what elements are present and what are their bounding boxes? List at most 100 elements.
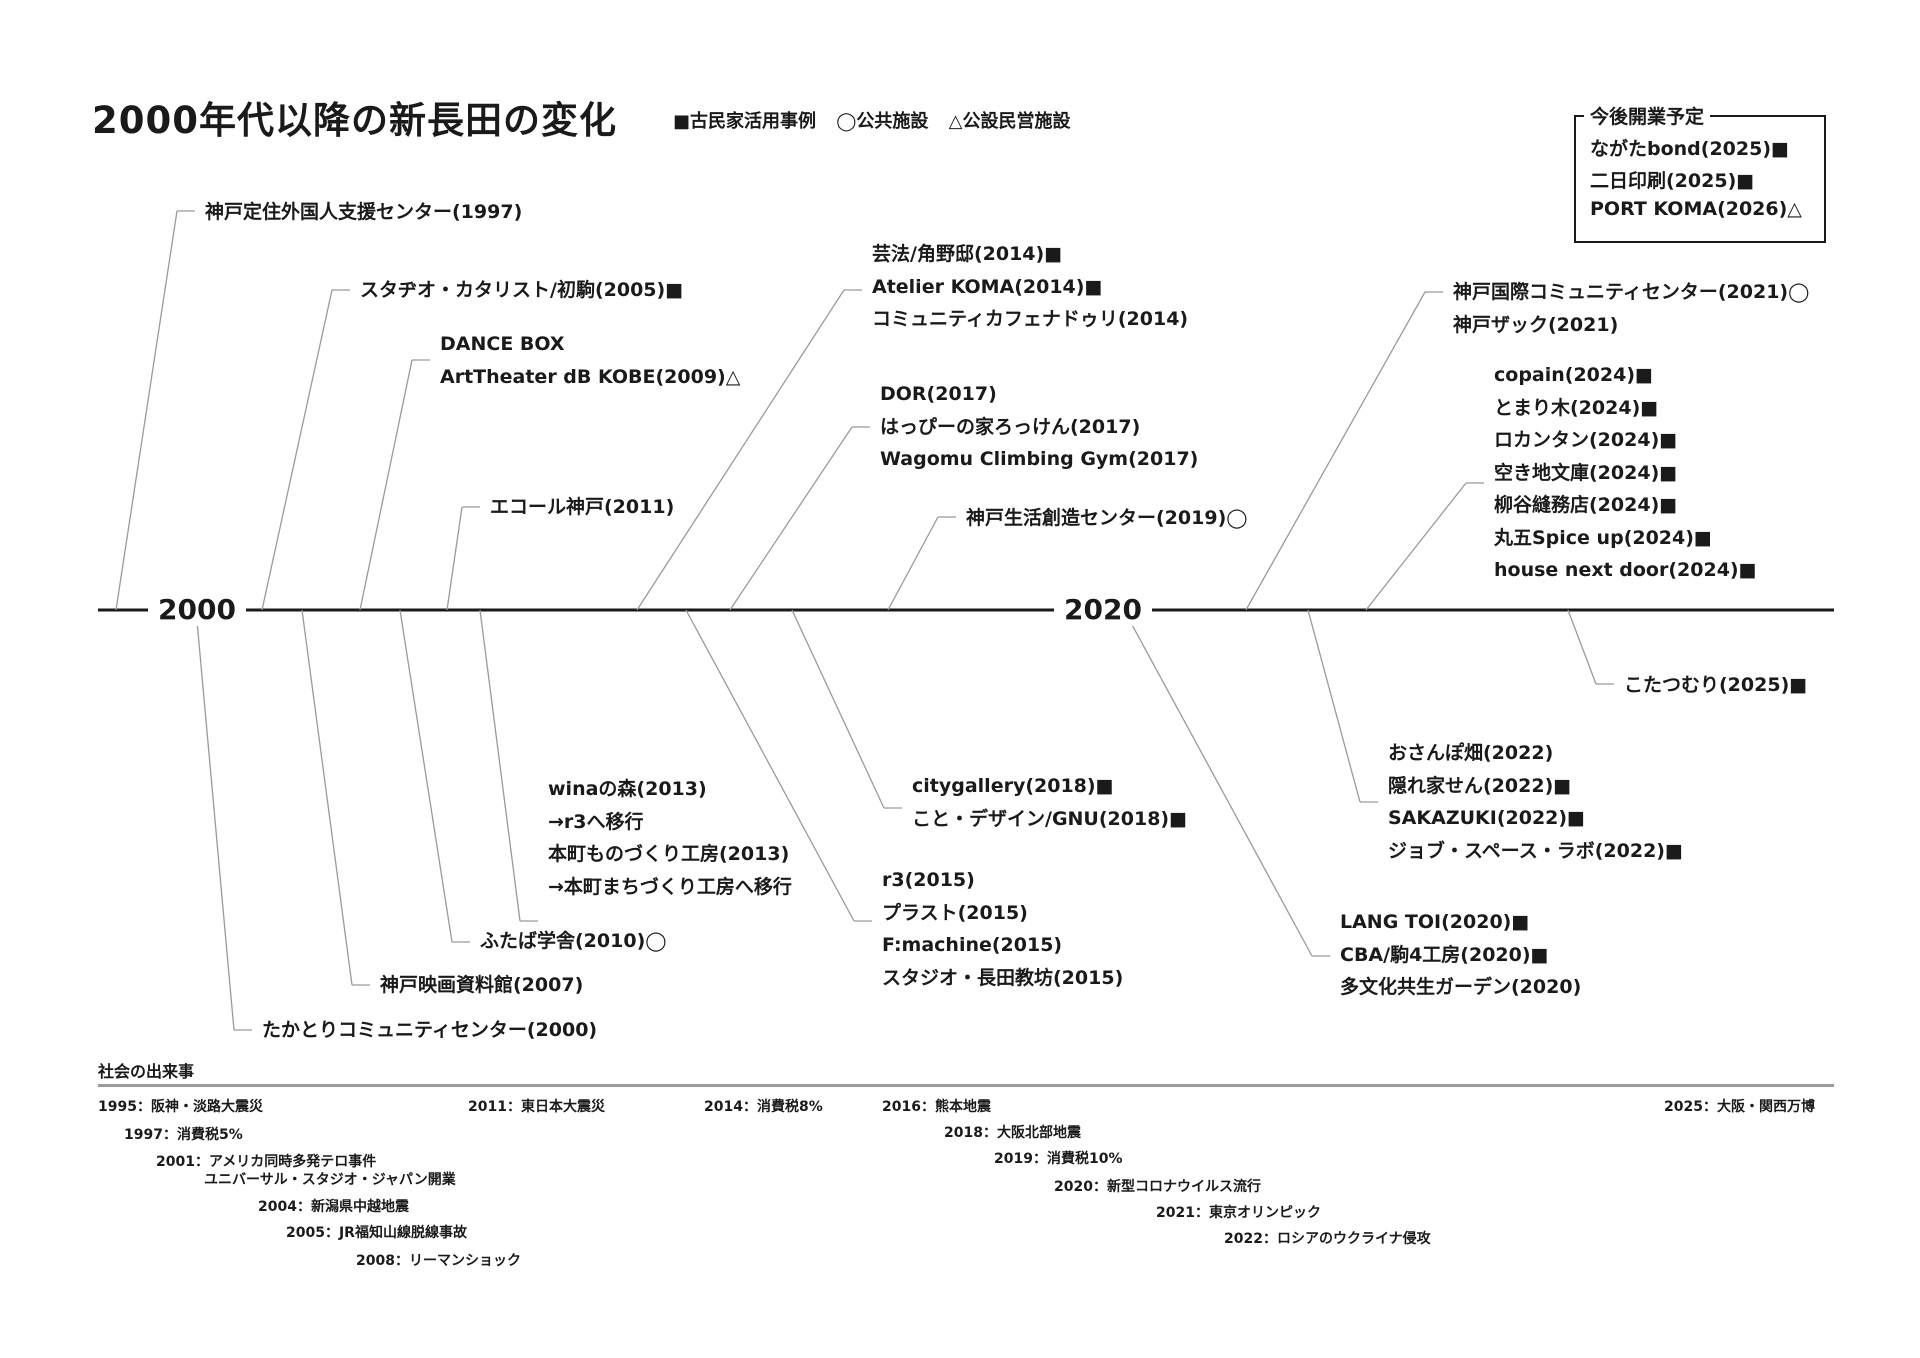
facility-label: house next door(2024)■: [1494, 559, 1757, 581]
event-item: 1995：阪神・淡路大震災: [98, 1098, 263, 1116]
facility-label: ArtTheater dB KOBE(2009)△: [440, 365, 741, 388]
facility-label: とまり木(2024)■: [1494, 396, 1659, 419]
upper-label-group: 神戸国際コミュニティセンター(2021)◯ 神戸ザック(2021): [1453, 276, 1809, 341]
event-item: 2001：アメリカ同時多発テロ事件ユニバーサル・スタジオ・ジャパン開業: [156, 1153, 456, 1189]
facility-label: 神戸映画資料館(2007): [380, 974, 584, 996]
facility-label: プラスト(2015): [882, 901, 1028, 924]
upper-label-group: DOR(2017) はっぴーの家ろっけん(2017) Wagomu Climbing…: [880, 378, 1198, 476]
upper-label-group: 神戸生活創造センター(2019)◯: [966, 502, 1248, 535]
upper-connector: [887, 516, 939, 611]
event-text: 2021：東京オリンピック: [1156, 1205, 1321, 1221]
upper-label-group: 神戸定住外国人支援センター(1997): [205, 196, 522, 229]
upper-connector: [1245, 291, 1426, 611]
event-text: 2011：東日本大震災: [468, 1099, 605, 1115]
event-text: 1995：阪神・淡路大震災: [98, 1099, 263, 1115]
upper-label-group: copain(2024)■ とまり木(2024)■ ロカンタン(2024)■ 空き地文…: [1494, 359, 1757, 587]
event-text: 2019：消費税10%: [994, 1151, 1123, 1167]
facility-label: ロカンタン(2024)■: [1494, 429, 1678, 451]
facility-label: DOR(2017): [880, 383, 997, 405]
facility-label: copain(2024)■: [1494, 364, 1653, 386]
facility-label: はっぴーの家ろっけん(2017): [880, 415, 1141, 438]
event-text: 1997：消費税5%: [124, 1127, 243, 1143]
event-item: 2004：新潟県中越地震: [258, 1198, 409, 1216]
facility-label: こたつむり(2025)■: [1624, 674, 1808, 696]
lower-label-group: こたつむり(2025)■: [1624, 669, 1807, 702]
facility-label: CBA/駒4工房(2020)■: [1340, 943, 1549, 966]
event-item: 2019：消費税10%: [994, 1150, 1122, 1168]
upper-label-group: 芸法/角野邸(2014)■Atelier KOMA(2014)■コミュニティカフ…: [872, 238, 1188, 336]
facility-label: 神戸国際コミュニティセンター(2021)◯: [1453, 281, 1810, 303]
facility-label: スタジオ・長田教坊(2015): [882, 966, 1124, 989]
facility-label: 多文化共生ガーデン(2020): [1340, 976, 1582, 998]
event-item: 2005：JR福知山線脱線事故: [286, 1224, 467, 1242]
lower-connector: [1123, 609, 1313, 957]
facility-label: コミュニティカフェナドゥリ(2014): [872, 308, 1189, 330]
lower-label-group: LANG TOI(2020)■ CBA/駒4工房(2020)■ 多文化共生ガーデン(…: [1340, 906, 1581, 1004]
event-text: 2001：アメリカ同時多発テロ事件: [156, 1154, 377, 1170]
lower-label-group: r3(2015) プラスト(2015) F:machine(2015) スタジオ・長田…: [882, 864, 1123, 994]
lower-connector: [1307, 609, 1361, 803]
facility-label: おさんぽ畑(2022): [1388, 742, 1554, 764]
event-text: 2025：大阪・関西万博: [1664, 1099, 1815, 1115]
facility-label: スタヂオ・カタリスト/初駒(2005)■: [360, 279, 684, 301]
lower-label-group: たかとりコミュニティセンター(2000): [262, 1014, 597, 1047]
facility-label: 空き地文庫(2024)■: [1494, 461, 1678, 484]
facility-label: たかとりコミュニティセンター(2000): [262, 1019, 598, 1041]
facility-label: F:machine(2015): [882, 934, 1063, 956]
lower-label-group: おさんぽ畑(2022)隠れ家せん(2022)■SAKAZUKI(2022)■ジョ…: [1388, 737, 1683, 867]
facility-label: winaの森(2013): [548, 778, 707, 800]
facility-label: Wagomu Climbing Gym(2017): [880, 448, 1199, 470]
event-text: 2005：JR福知山線脱線事故: [286, 1225, 467, 1241]
event-item: 2022：ロシアのウクライナ侵攻: [1224, 1230, 1431, 1248]
facility-label: 神戸生活創造センター(2019)◯: [966, 507, 1248, 529]
facility-label: →r3へ移行: [548, 810, 644, 833]
upper-connector: [446, 506, 463, 611]
event-item: 2011：東日本大震災: [468, 1098, 605, 1116]
event-text: ユニバーサル・スタジオ・ジャパン開業: [204, 1172, 456, 1188]
upper-connector: [359, 359, 413, 611]
event-text: 2004：新潟県中越地震: [258, 1199, 409, 1215]
events-heading: 社会の出来事: [98, 1062, 195, 1081]
lower-label-group: winaの森(2013)→r3へ移行本町ものづくり工房(2013)→本町まちづく…: [548, 773, 792, 903]
upper-connector: [1365, 482, 1467, 611]
facility-label: citygallery(2018)■: [912, 775, 1114, 797]
future-item: 二日印刷(2025)■: [1590, 170, 1755, 192]
lower-connector: [791, 609, 885, 809]
upper-connector: [729, 426, 853, 611]
lower-connector: [195, 609, 235, 1031]
lower-connector: [301, 609, 353, 986]
lower-connector: [399, 609, 453, 943]
future-openings-heading: 今後開業予定: [1584, 102, 1711, 129]
event-text: 2020：新型コロナウイルス流行: [1054, 1179, 1261, 1195]
facility-label: 本町ものづくり工房(2013): [548, 843, 790, 865]
facility-label: 神戸定住外国人支援センター(1997): [205, 201, 523, 223]
facility-label: SAKAZUKI(2022)■: [1388, 807, 1586, 829]
event-text: 2008：リーマンショック: [356, 1253, 521, 1269]
event-item: 1997：消費税5%: [124, 1126, 243, 1144]
lower-connector: [685, 609, 855, 922]
facility-label: LANG TOI(2020)■: [1340, 911, 1530, 933]
lower-connector: [479, 609, 521, 922]
facility-label: 丸五Spice up(2024)■: [1494, 526, 1712, 549]
future-item: PORT KOMA(2026)△: [1590, 198, 1802, 220]
facility-label: r3(2015): [882, 869, 975, 891]
event-text: 2018：大阪北部地震: [944, 1125, 1081, 1141]
facility-label: 神戸ザック(2021): [1453, 313, 1619, 336]
facility-label: 芸法/角野邸(2014)■: [872, 243, 1063, 265]
event-item: 2025：大阪・関西万博: [1664, 1098, 1815, 1116]
event-item: 2018：大阪北部地震: [944, 1124, 1081, 1142]
upper-connector: [636, 289, 845, 611]
page-title: 2000年代以降の新長田の変化: [92, 99, 617, 142]
event-item: 2020：新型コロナウイルス流行: [1054, 1178, 1261, 1196]
future-item: ながたbond(2025)■: [1590, 138, 1789, 160]
lower-label-group: citygallery(2018)■こと・デザイン/GNU(2018)■: [912, 770, 1187, 835]
facility-label: 柳谷縫務店(2024)■: [1494, 494, 1678, 516]
lower-label-group: ふたば学舎(2010)◯: [480, 925, 667, 958]
axis-year-2000: 2000: [148, 594, 246, 626]
event-item: 2014：消費税8%: [704, 1098, 823, 1116]
facility-label: ジョブ・スペース・ラボ(2022)■: [1388, 839, 1683, 862]
events-divider: [98, 1084, 1834, 1087]
